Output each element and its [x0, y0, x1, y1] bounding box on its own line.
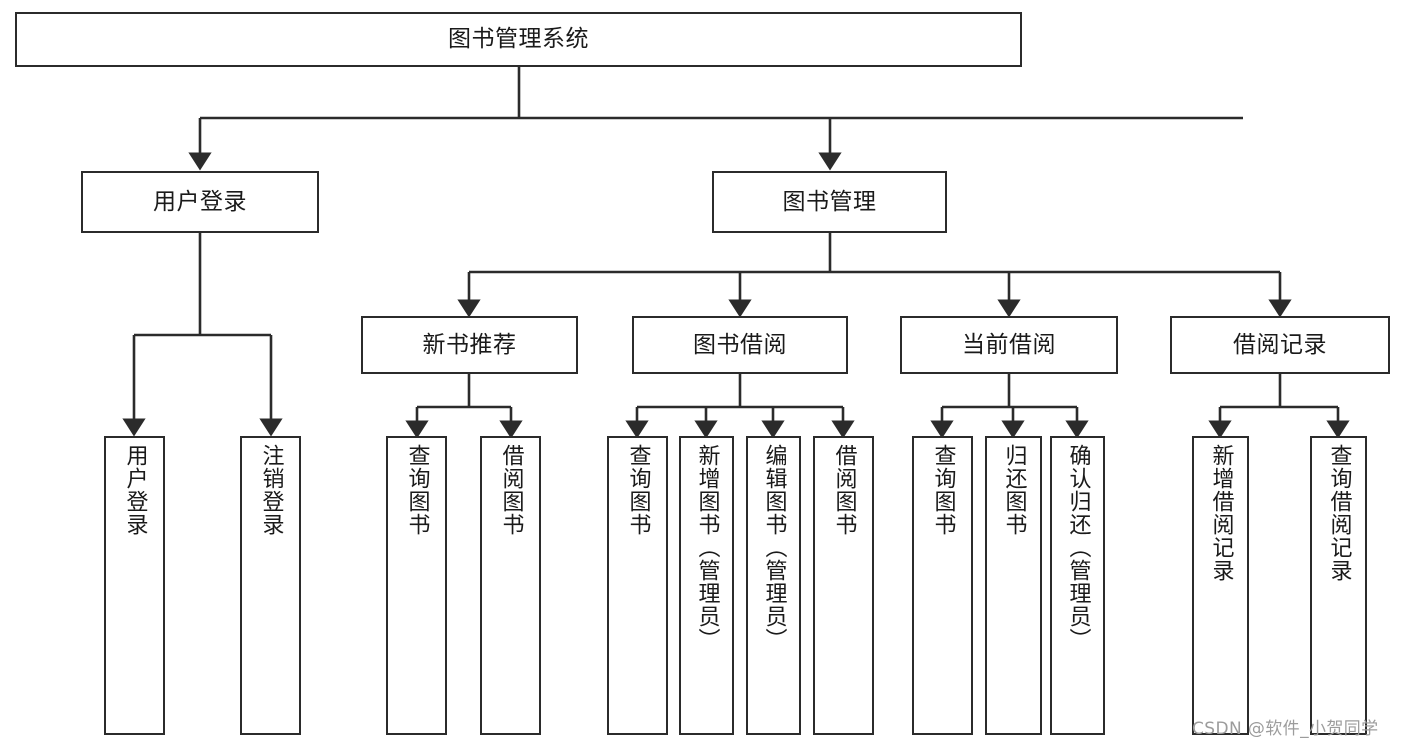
node-leaf-borrow-book-2[interactable]: 借阅图书: [813, 436, 874, 735]
node-leaf-query-borrow-record[interactable]: 查询借阅记录: [1310, 436, 1367, 735]
node-leaf-query-book-1[interactable]: 查询图书: [386, 436, 447, 735]
node-leaf-return-book-label: 归还图书: [1001, 444, 1027, 536]
node-leaf-query-book-2-label: 查询图书: [625, 444, 651, 536]
node-leaf-borrow-book-1-label: 借阅图书: [498, 444, 524, 536]
node-book-borrow[interactable]: 图书借阅: [632, 316, 848, 374]
node-leaf-add-borrow-record[interactable]: 新增借阅记录: [1192, 436, 1249, 735]
node-borrow-record[interactable]: 借阅记录: [1170, 316, 1390, 374]
node-leaf-add-book-admin[interactable]: 新增图书（管理员）: [679, 436, 734, 735]
node-new-book-recommend-label: 新书推荐: [422, 331, 517, 358]
node-leaf-query-book-3[interactable]: 查询图书: [912, 436, 973, 735]
node-leaf-query-book-2[interactable]: 查询图书: [607, 436, 668, 735]
node-leaf-add-book-admin-label: 新增图书（管理员）: [694, 444, 720, 651]
node-leaf-query-book-1-label: 查询图书: [404, 444, 430, 536]
node-leaf-confirm-return-admin[interactable]: 确认归还（管理员）: [1050, 436, 1105, 735]
node-root-system[interactable]: 图书管理系统: [15, 12, 1022, 67]
node-leaf-user-login[interactable]: 用户登录: [104, 436, 165, 735]
node-leaf-return-book[interactable]: 归还图书: [985, 436, 1042, 735]
node-leaf-edit-book-admin[interactable]: 编辑图书（管理员）: [746, 436, 801, 735]
node-book-borrow-label: 图书借阅: [693, 331, 787, 358]
node-leaf-logout-login[interactable]: 注销登录: [240, 436, 301, 735]
node-root-label: 图书管理系统: [448, 26, 589, 53]
node-book-manage[interactable]: 图书管理: [712, 171, 947, 233]
node-current-borrow-label: 当前借阅: [962, 331, 1056, 358]
node-leaf-edit-book-admin-label: 编辑图书（管理员）: [761, 444, 787, 651]
csdn-watermark: CSDN @软件_小贺同学: [1192, 719, 1379, 739]
node-leaf-add-borrow-record-label: 新增借阅记录: [1208, 444, 1234, 582]
node-current-borrow[interactable]: 当前借阅: [900, 316, 1118, 374]
node-leaf-query-borrow-record-label: 查询借阅记录: [1326, 444, 1352, 582]
node-leaf-confirm-return-admin-label: 确认归还（管理员）: [1065, 444, 1091, 651]
node-book-manage-label: 图书管理: [782, 188, 877, 215]
node-leaf-query-book-3-label: 查询图书: [930, 444, 956, 536]
node-leaf-borrow-book-1[interactable]: 借阅图书: [480, 436, 541, 735]
node-user-login[interactable]: 用户登录: [81, 171, 319, 233]
node-borrow-record-label: 借阅记录: [1233, 331, 1327, 358]
node-leaf-borrow-book-2-label: 借阅图书: [831, 444, 857, 536]
node-leaf-logout-login-label: 注销登录: [258, 444, 284, 536]
node-leaf-user-login-label: 用户登录: [122, 444, 148, 536]
node-user-login-label: 用户登录: [153, 188, 247, 215]
node-new-book-recommend[interactable]: 新书推荐: [361, 316, 578, 374]
